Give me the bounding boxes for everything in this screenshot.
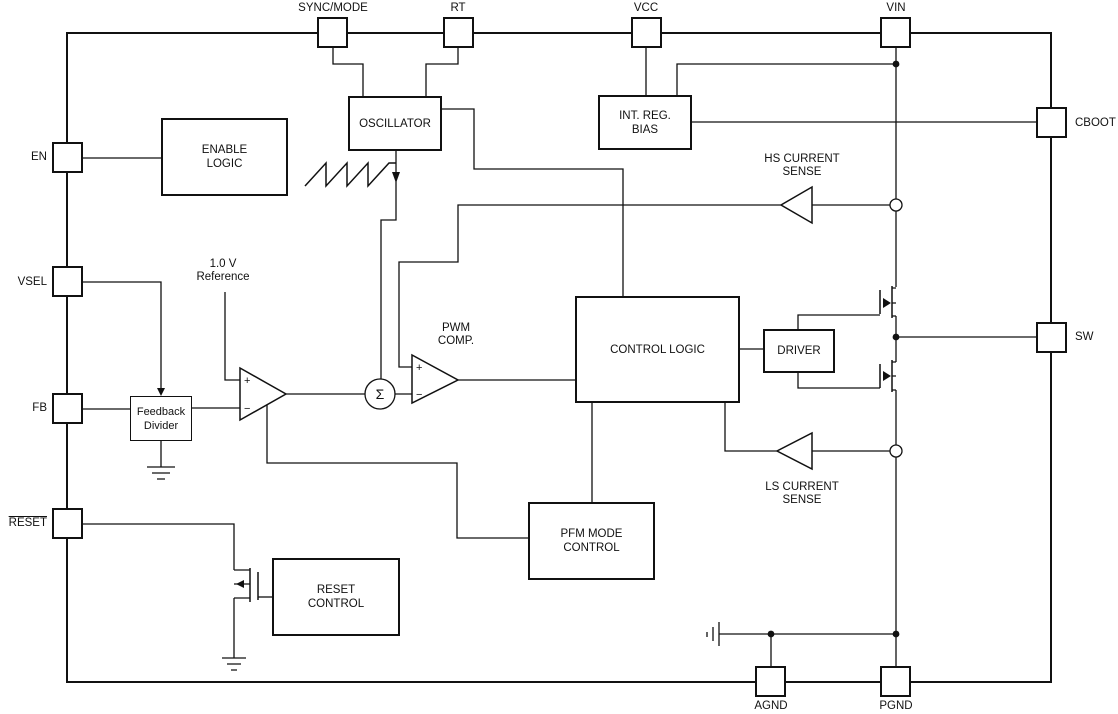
pin-label-vin: VIN	[886, 2, 906, 14]
pwm-comp-label-line2: COMP.	[437, 335, 475, 347]
pin-cboot	[1036, 107, 1067, 138]
block-enable-logic: ENABLE LOGIC	[161, 118, 288, 196]
sawtooth-waveform-icon	[304, 161, 400, 188]
junction-dot	[892, 630, 900, 638]
block-feedback-divider: Feedback Divider	[130, 396, 192, 441]
hs-current-sense-line1: HS CURRENT	[764, 153, 840, 165]
sigma-symbol: Σ	[376, 386, 385, 402]
pin-label-sync-mode: SYNC/MODE	[298, 2, 368, 14]
hs-current-sense-amp-icon	[779, 185, 813, 225]
block-label: INT. REG.	[619, 109, 671, 122]
block-label: CONTROL	[563, 542, 620, 554]
block-driver: DRIVER	[763, 329, 835, 373]
junction-dot	[892, 60, 900, 68]
wire-reset-mosfet	[83, 523, 235, 570]
pin-vin	[880, 17, 911, 48]
summing-node-icon	[364, 378, 396, 410]
wire-vin-bias-branch	[676, 63, 896, 95]
wire-lssense-controllogic	[724, 403, 777, 452]
error-amp-minus: −	[244, 403, 250, 415]
wire-driver-hsgate	[797, 314, 880, 329]
pin-vcc	[631, 17, 662, 48]
reset-mosfet-icon	[234, 568, 259, 602]
pin-label-reset: RESET	[8, 517, 47, 529]
ls-current-sense-line1: LS CURRENT	[765, 481, 839, 493]
pin-sync-mode	[317, 17, 348, 48]
vref-label: 1.0 V Reference	[196, 258, 249, 284]
block-label: BIAS	[631, 123, 659, 136]
pin-pgnd	[880, 666, 911, 697]
pwm-comparator-icon	[411, 353, 460, 405]
junction-dot	[892, 333, 900, 341]
pin-label-cboot: CBOOT	[1075, 117, 1116, 129]
block-label: Feedback	[136, 405, 186, 418]
ls-sense-tap-icon	[889, 444, 903, 458]
wire-oscillator-controllogic	[442, 108, 624, 296]
wire-driver-lsgate	[797, 373, 880, 389]
block-label: ENABLE	[201, 144, 248, 156]
block-label: Divider	[143, 419, 179, 432]
wire-erroramp-pfm	[266, 404, 528, 539]
pin-label-en: EN	[31, 151, 47, 163]
wire-rt-oscillator	[425, 48, 459, 96]
vref-label-line2: Reference	[196, 271, 250, 283]
wires	[83, 48, 1036, 666]
ground-icon-sideways	[706, 622, 720, 646]
ground-icon	[147, 466, 175, 480]
block-pfm-mode-control: PFM MODE CONTROL	[528, 502, 655, 580]
pin-label-vcc: VCC	[633, 2, 659, 14]
pin-reset	[52, 508, 83, 539]
chip-outline	[66, 32, 1052, 683]
ls-current-sense-label: LS CURRENT SENSE	[765, 481, 838, 507]
block-label: PFM MODE	[560, 528, 623, 540]
pin-sw	[1036, 322, 1067, 353]
block-label: CONTROL LOGIC	[610, 343, 705, 356]
error-amp-icon	[239, 366, 288, 422]
pin-en	[52, 142, 83, 173]
block-label: DRIVER	[777, 345, 821, 357]
wire-vref-erroramp	[224, 292, 240, 381]
junction-dot	[767, 630, 775, 638]
ls-current-sense-amp-icon	[775, 431, 813, 471]
pin-label-vsel: VSEL	[17, 276, 47, 288]
pwm-comp-label-line1: PWM	[441, 322, 471, 334]
pwm-comp-label: PWM COMP.	[438, 322, 474, 348]
error-amp-plus: +	[244, 375, 250, 387]
block-label: CONTROL	[307, 598, 365, 610]
ls-current-sense-line2: SENSE	[782, 494, 822, 506]
pwm-comp-minus: −	[416, 389, 422, 401]
ls-mosfet-icon	[879, 360, 896, 392]
pin-rt	[443, 17, 474, 48]
hs-sense-tap-icon	[889, 198, 903, 212]
block-int-reg-bias: INT. REG. BIAS	[598, 95, 692, 150]
pin-vsel	[52, 266, 83, 297]
pin-label-fb: FB	[32, 402, 47, 414]
block-label: OSCILLATOR	[359, 117, 431, 130]
vsel-arrowhead-icon	[157, 388, 165, 396]
block-reset-control: RESET CONTROL	[272, 558, 400, 636]
wire-hssense-pwmcomp	[398, 204, 781, 368]
pin-label-rt: RT	[450, 2, 466, 14]
wire-vsel-divider	[83, 281, 162, 388]
pin-label-agnd: AGND	[754, 700, 788, 712]
pin-fb	[52, 393, 83, 424]
hs-mosfet-icon	[879, 286, 896, 318]
block-control-logic: CONTROL LOGIC	[575, 296, 740, 403]
block-label: LOGIC	[206, 158, 243, 170]
wire-oscillator-sigma	[380, 151, 397, 379]
ground-icon	[222, 657, 246, 671]
wire-syncmode-oscillator	[332, 48, 364, 96]
pin-label-pgnd: PGND	[879, 700, 913, 712]
hs-current-sense-line2: SENSE	[782, 166, 822, 178]
block-label: RESET	[316, 584, 356, 596]
block-oscillator: OSCILLATOR	[348, 96, 442, 151]
vref-label-line1: 1.0 V	[209, 258, 237, 270]
pin-agnd	[755, 666, 786, 697]
hs-current-sense-label: HS CURRENT SENSE	[764, 153, 839, 179]
pwm-comp-plus: +	[416, 362, 422, 374]
pin-label-sw: SW	[1075, 331, 1094, 343]
